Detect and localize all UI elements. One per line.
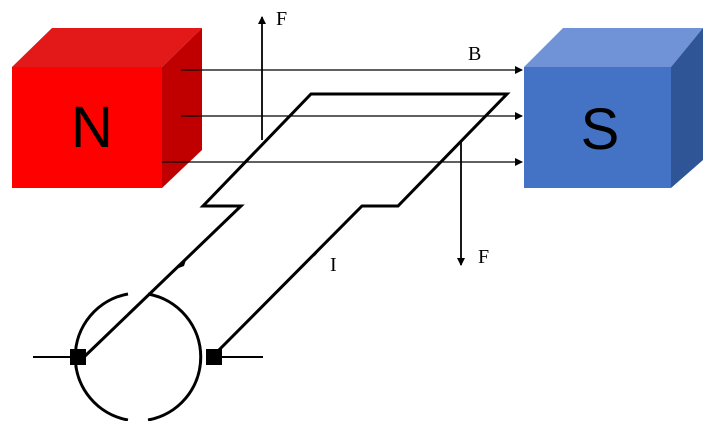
current-label: I [330, 254, 337, 276]
magnetic-field-lines [162, 66, 523, 166]
force-label-bottom: F [478, 246, 489, 268]
commutator-right-arc [147, 292, 203, 421]
north-magnet: N [12, 28, 202, 188]
left-brush [70, 349, 86, 365]
commutator-terminals [33, 349, 263, 365]
force-label-top: F [276, 8, 287, 30]
right-brush [206, 349, 222, 365]
coil-outline [82, 92, 511, 359]
current-arrow-up-right [314, 244, 325, 257]
north-magnet-front [12, 67, 162, 188]
south-magnet: S [524, 28, 703, 188]
north-magnet-side [162, 28, 202, 188]
south-pole-label: S [581, 97, 620, 162]
south-magnet-top [524, 28, 703, 67]
current-arrow-down-left [176, 257, 187, 269]
current-loop [82, 92, 511, 359]
north-pole-label: N [71, 95, 113, 160]
south-magnet-side [671, 28, 703, 188]
commutator [73, 292, 203, 421]
field-label: B [468, 43, 481, 65]
north-magnet-top [12, 28, 202, 67]
south-magnet-front [524, 67, 671, 188]
current-direction-arrows [176, 244, 325, 269]
force-arrows [258, 16, 465, 266]
